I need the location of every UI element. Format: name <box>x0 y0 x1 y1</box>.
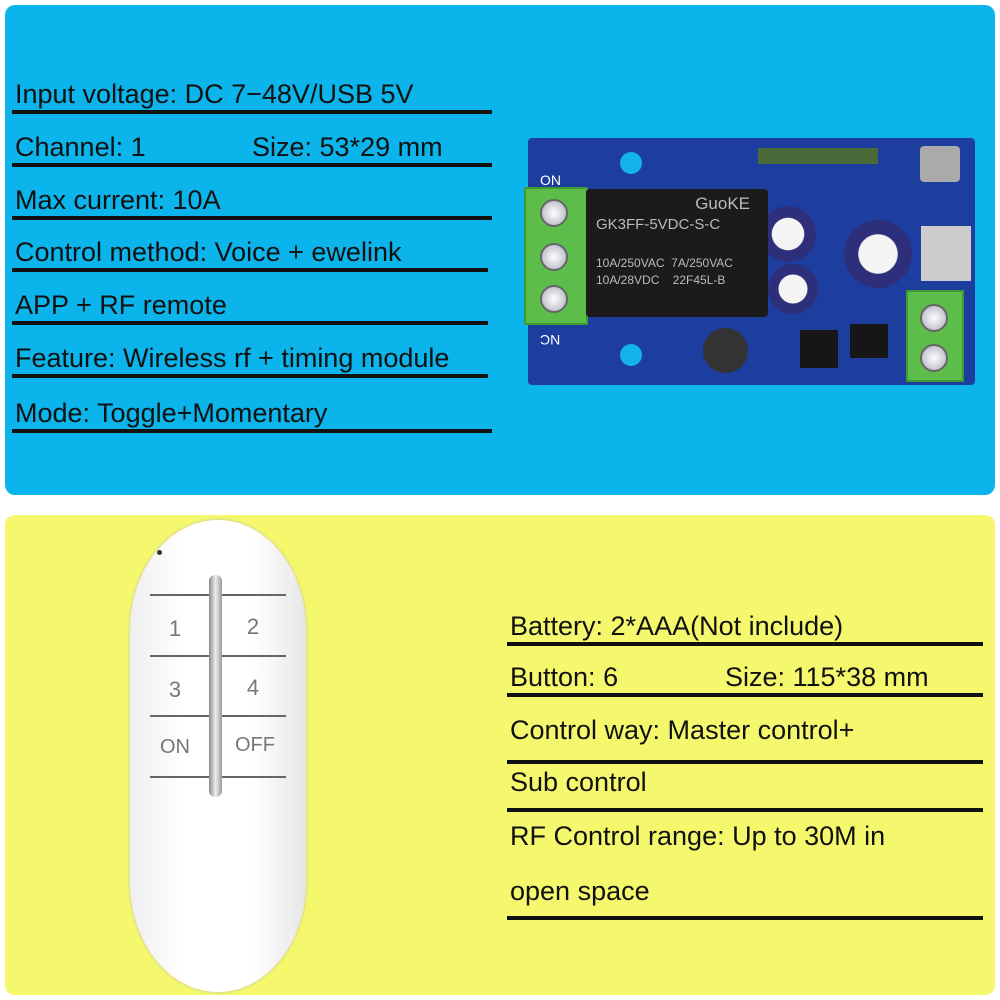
capacitor <box>760 206 816 262</box>
remote-button-3: 3 <box>168 677 182 702</box>
on-label: ON <box>540 172 561 188</box>
spec-battery: Battery: 2*AAA(Not include) <box>507 610 983 646</box>
screw-icon <box>540 199 568 227</box>
spec-button-text: Button: 6 <box>510 662 619 692</box>
ic-chip <box>800 330 838 368</box>
remote-slider <box>209 575 222 797</box>
ic-chip <box>850 324 888 358</box>
remote-button-1: 1 <box>168 616 182 641</box>
spec-channel-text: Channel: 1 <box>15 132 146 162</box>
relay-rating: 10A/250VAC 7A/250VAC <box>596 256 733 270</box>
relay-model: GK3FF-5VDC-S-C <box>596 216 721 233</box>
screw-icon <box>540 243 568 271</box>
remote-button-4: 4 <box>246 675 260 700</box>
spec-mode: Mode: Toggle+Momentary <box>12 397 492 433</box>
terminal-block-relay <box>524 187 588 325</box>
spec-max-current: Max current: 10A <box>12 184 492 220</box>
spec-input-voltage: Input voltage: DC 7−48V/USB 5V <box>12 78 492 114</box>
relay: GuoKE GK3FF-5VDC-S-C 10A/250VAC 7A/250VA… <box>586 189 768 317</box>
spec-channel: Channel: 1 Size: 53*29 mm <box>12 131 492 167</box>
spec-app-rf: APP + RF remote <box>12 289 488 325</box>
spec-control-method: Control method: Voice + ewelink <box>12 236 488 272</box>
rf-module <box>758 148 878 164</box>
spec-remote-size: Size: 115*38 mm <box>725 662 929 692</box>
spec-size: Size: 53*29 mm <box>252 132 443 162</box>
spec-rf-range: RF Control range: Up to 30M in <box>510 821 886 851</box>
capacitor <box>768 264 818 314</box>
screw-icon <box>920 344 948 372</box>
spec-feature: Feature: Wireless rf + timing module <box>12 342 488 378</box>
screw-icon <box>540 285 568 313</box>
terminal-block-power <box>906 290 964 382</box>
spec-control-way: Control way: Master control+ <box>507 714 983 764</box>
led-indicator <box>157 550 162 555</box>
reset-button <box>920 146 960 182</box>
spec-sub-control: Sub control <box>507 766 983 812</box>
screw-icon <box>920 304 948 332</box>
rf-remote-image: 1 2 3 4 ON OFF <box>130 520 306 992</box>
mount-hole <box>620 152 642 174</box>
relay-rating: 10A/28VDC 22F45L-B <box>596 273 726 287</box>
relay-brand: GuoKE <box>695 194 750 213</box>
spec-rf-range-cont: open space <box>507 875 983 920</box>
nc-label: NC <box>540 332 561 348</box>
inductor <box>703 328 748 373</box>
mount-hole <box>620 344 642 366</box>
usb-port <box>921 226 971 281</box>
spec-button: Button: 6 Size: 115*38 mm <box>507 661 983 697</box>
remote-button-on: ON <box>160 736 190 758</box>
capacitor <box>844 220 912 288</box>
remote-button-off: OFF <box>235 734 275 756</box>
remote-button-2: 2 <box>246 614 260 639</box>
